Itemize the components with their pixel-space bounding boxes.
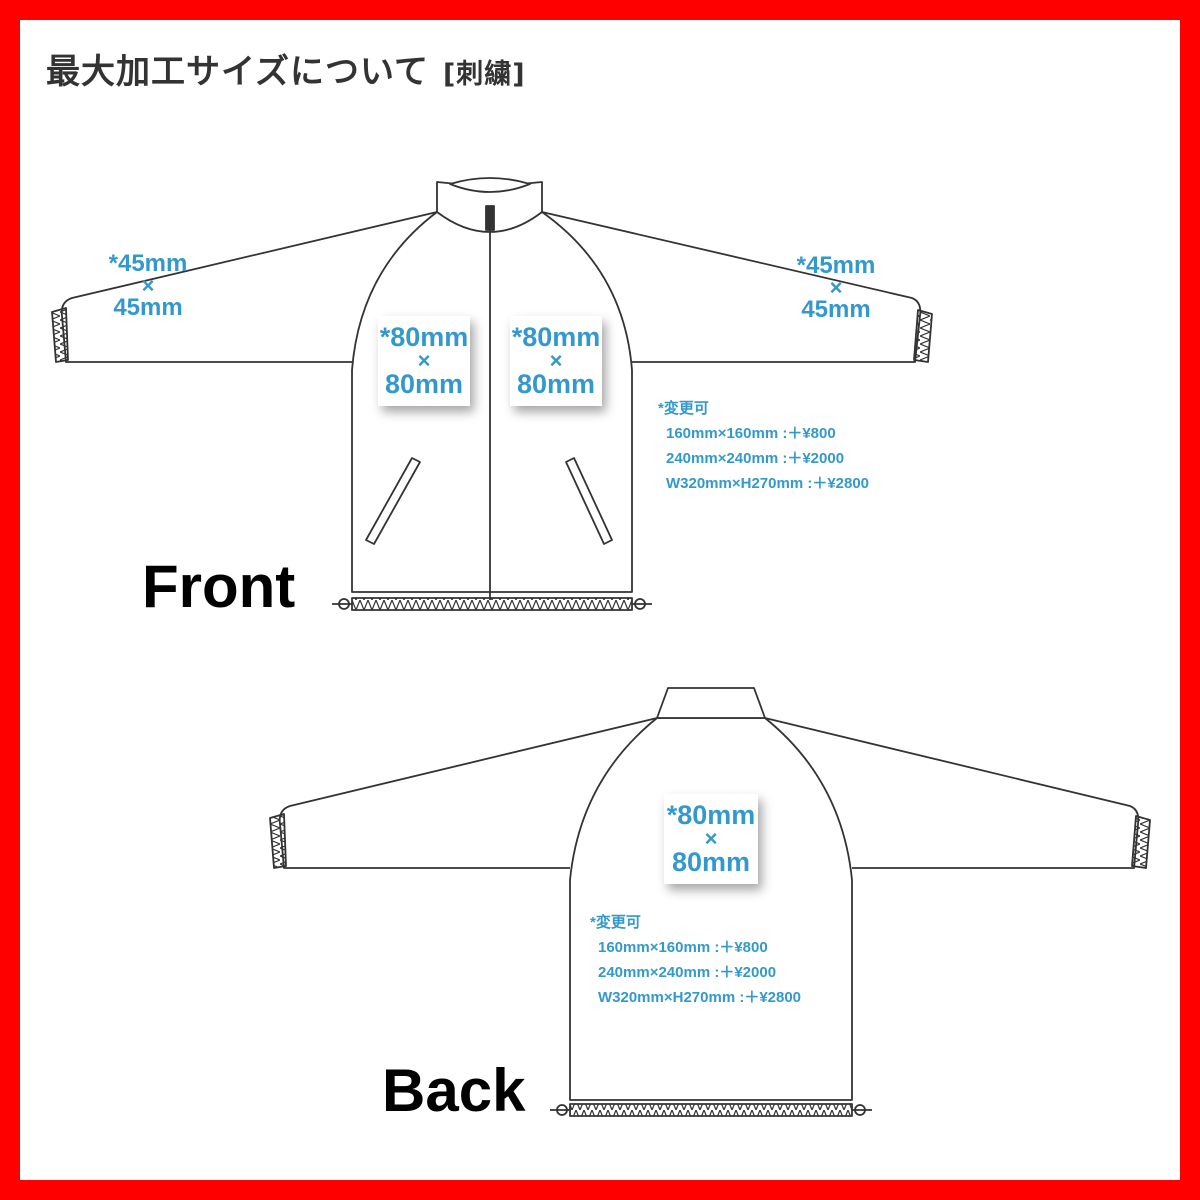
front-left-sleeve-size: *45mm × 45mm bbox=[96, 250, 200, 321]
front-body bbox=[351, 211, 633, 593]
back-collar bbox=[656, 687, 766, 719]
option-item: W320mm×H270mm :＋¥2800 bbox=[666, 475, 870, 492]
size-line2: 45mm bbox=[113, 293, 183, 321]
option-item: 240mm×240mm :＋¥2000 bbox=[666, 450, 845, 467]
front-label: Front bbox=[142, 553, 296, 620]
front-left-chest-size: *80mm × 80mm bbox=[378, 316, 470, 406]
front-right-sleeve-size: *45mm × 45mm bbox=[784, 252, 888, 323]
back-label: Back bbox=[382, 1057, 526, 1124]
back-center-size: *80mm × 80mm bbox=[664, 794, 758, 884]
size-line2: 45mm bbox=[801, 295, 871, 323]
options-heading: *変更可 bbox=[590, 914, 641, 931]
front-collar-inner bbox=[449, 177, 531, 193]
size-separator: × bbox=[141, 273, 155, 299]
zipper-pull bbox=[485, 205, 495, 231]
front-right-chest-size: *80mm × 80mm bbox=[510, 316, 602, 406]
front-right-pocket bbox=[565, 457, 613, 545]
size-line2: 80mm bbox=[516, 368, 596, 399]
size-separator: × bbox=[704, 826, 718, 852]
front-right-cuff bbox=[913, 309, 933, 363]
option-item: 160mm×160mm :＋¥800 bbox=[666, 425, 836, 442]
back-size-options: *変更可 160mm×160mm :＋¥800 240mm×240mm :＋¥2… bbox=[590, 910, 801, 1010]
title-tag: [刺繍] bbox=[442, 59, 526, 90]
size-line1: *80mm bbox=[666, 800, 756, 831]
option-item: W320mm×H270mm :＋¥2800 bbox=[598, 989, 802, 1006]
size-line1: *45mm bbox=[796, 252, 876, 280]
option-item: 160mm×160mm :＋¥800 bbox=[598, 939, 768, 956]
front-hem bbox=[351, 597, 633, 611]
size-separator: × bbox=[829, 275, 843, 301]
front-left-cuff bbox=[51, 307, 69, 363]
size-separator: × bbox=[549, 348, 563, 374]
size-line2: 80mm bbox=[671, 846, 751, 877]
back-jacket-outline bbox=[269, 687, 1151, 1117]
size-line1: *80mm bbox=[379, 322, 469, 353]
front-jacket-outline bbox=[51, 177, 933, 611]
back-body bbox=[569, 717, 853, 1101]
title-text: 最大加工サイズについて bbox=[46, 52, 429, 92]
back-right-cuff bbox=[1131, 815, 1151, 869]
size-line2: 80mm bbox=[384, 368, 464, 399]
page-title: 最大加工サイズについて [刺繍] bbox=[46, 44, 526, 93]
back-left-cuff bbox=[269, 813, 287, 869]
size-line1: *45mm bbox=[108, 250, 188, 278]
option-item: 240mm×240mm :＋¥2000 bbox=[598, 964, 777, 981]
size-separator: × bbox=[417, 348, 431, 374]
front-size-options: *変更可 160mm×160mm :＋¥800 240mm×240mm :＋¥2… bbox=[658, 396, 869, 496]
front-left-pocket bbox=[365, 457, 421, 545]
size-line1: *80mm bbox=[511, 322, 601, 353]
options-heading: *変更可 bbox=[658, 400, 709, 417]
back-hem bbox=[569, 1103, 853, 1117]
